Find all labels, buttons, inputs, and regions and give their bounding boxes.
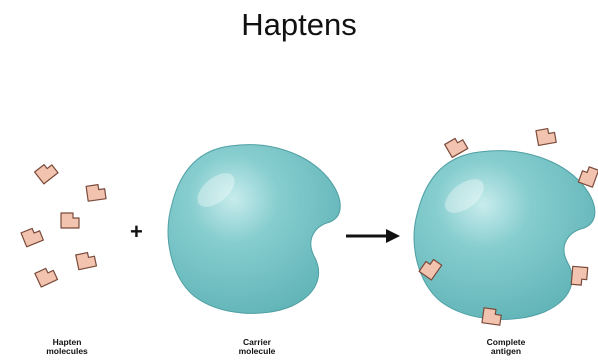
reaction-arrow	[346, 229, 400, 243]
hapten-molecule	[61, 213, 79, 228]
attached-hapten	[536, 128, 556, 146]
carrier-molecule	[168, 145, 340, 314]
carrier-label-line2: molecule	[202, 347, 312, 356]
hapten-molecules-label: Hapten molecules	[12, 338, 122, 356]
complete-antigen	[414, 128, 598, 326]
hapten-molecule	[76, 251, 97, 269]
attached-hapten	[571, 266, 588, 285]
attached-hapten	[445, 135, 468, 157]
hapten-label-line2: molecules	[12, 347, 122, 356]
plus-sign: +	[130, 219, 143, 245]
hapten-molecule	[35, 161, 58, 184]
carrier-molecule-label: Carrier molecule	[202, 338, 312, 356]
hapten-molecule	[35, 266, 58, 287]
hapten-molecules	[21, 161, 106, 287]
complete-antigen-label: Complete antigen	[451, 338, 561, 356]
hapten-molecule	[86, 184, 106, 201]
hapten-molecule	[21, 226, 43, 247]
complete-label-line2: antigen	[451, 347, 561, 356]
